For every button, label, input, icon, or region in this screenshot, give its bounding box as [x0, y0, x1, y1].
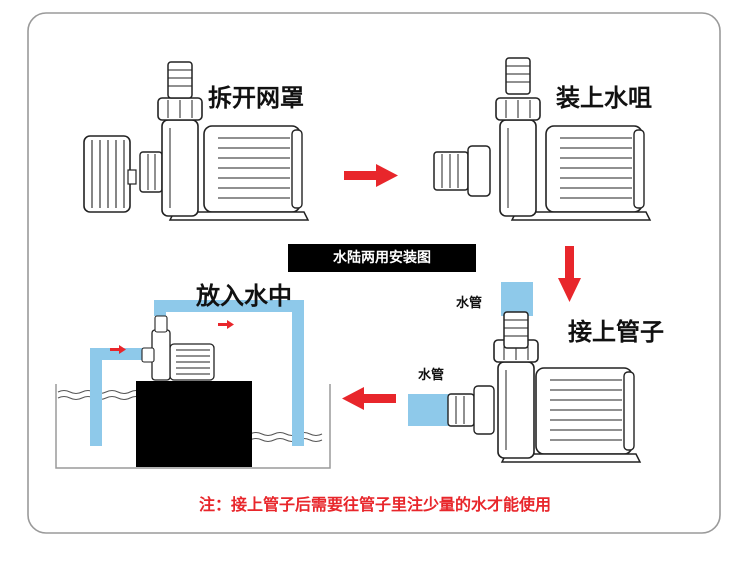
pump-with-nozzle-icon — [433, 57, 651, 221]
step-1-label: 拆开网罩 — [208, 84, 304, 112]
step-3-label: 接上管子 — [568, 318, 664, 346]
arrow-down-icon — [558, 246, 581, 302]
arrow-right-icon — [344, 164, 398, 187]
arrow-left-icon — [342, 387, 396, 410]
step-2-label: 装上水咀 — [556, 84, 652, 112]
step-4-label: 放入水中 — [196, 282, 292, 310]
diagram-title-banner: 水陆两用安装图 — [288, 244, 476, 272]
hose-label-side: 水管 — [418, 368, 445, 383]
hose-label-top: 水管 — [456, 296, 483, 311]
pump-with-hoses-icon — [408, 282, 641, 463]
usage-note: 注：接上管子后需要往管子里注少量的水才能使用 — [198, 495, 551, 514]
pump-in-tank-icon — [55, 300, 331, 469]
pump-with-cage-icon — [83, 61, 309, 221]
